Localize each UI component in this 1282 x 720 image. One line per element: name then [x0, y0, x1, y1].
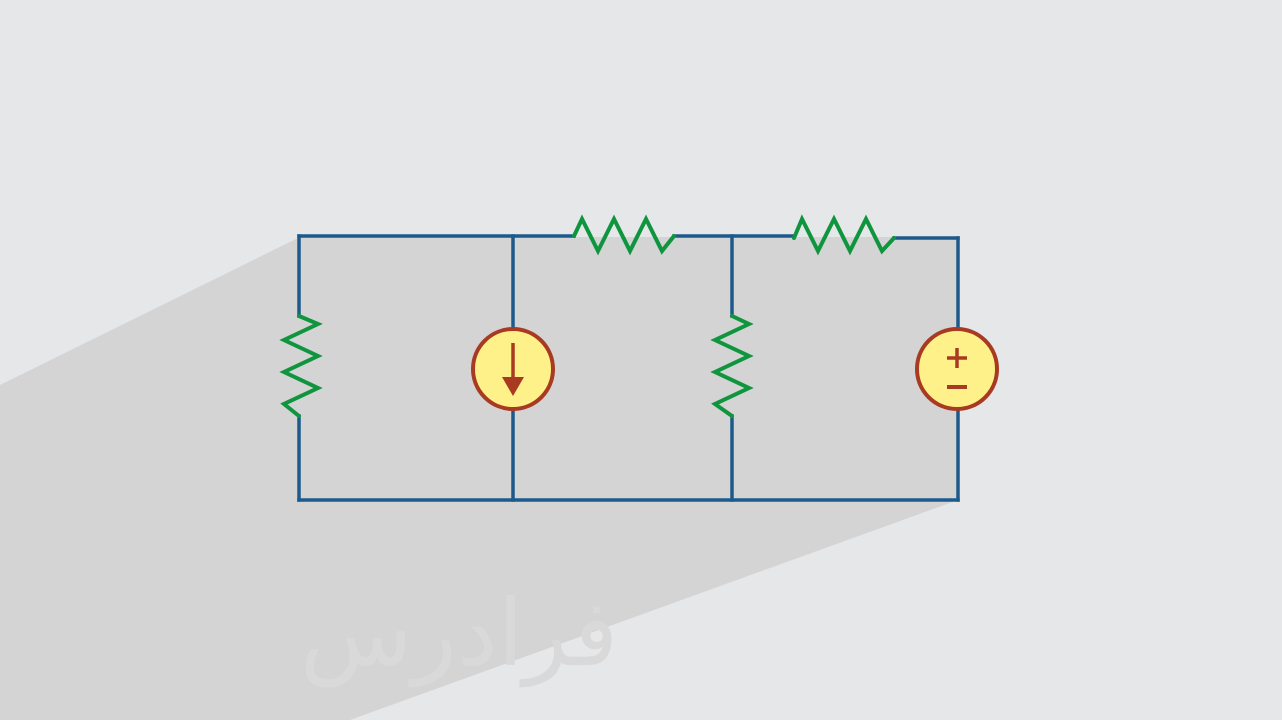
resistor-top-right-icon: [792, 214, 896, 256]
current-source-arrow-down-icon: [471, 327, 555, 411]
resistor-middle-vertical-icon: [710, 314, 754, 418]
diagonal-shadow: [0, 237, 958, 720]
resistor-top-middle-icon: [572, 214, 676, 256]
wires: [297, 234, 960, 502]
resistor-left-vertical-icon: [279, 314, 323, 418]
watermark-logo: فرادرس: [300, 580, 618, 688]
voltage-source-plus-minus-icon: [915, 327, 999, 411]
